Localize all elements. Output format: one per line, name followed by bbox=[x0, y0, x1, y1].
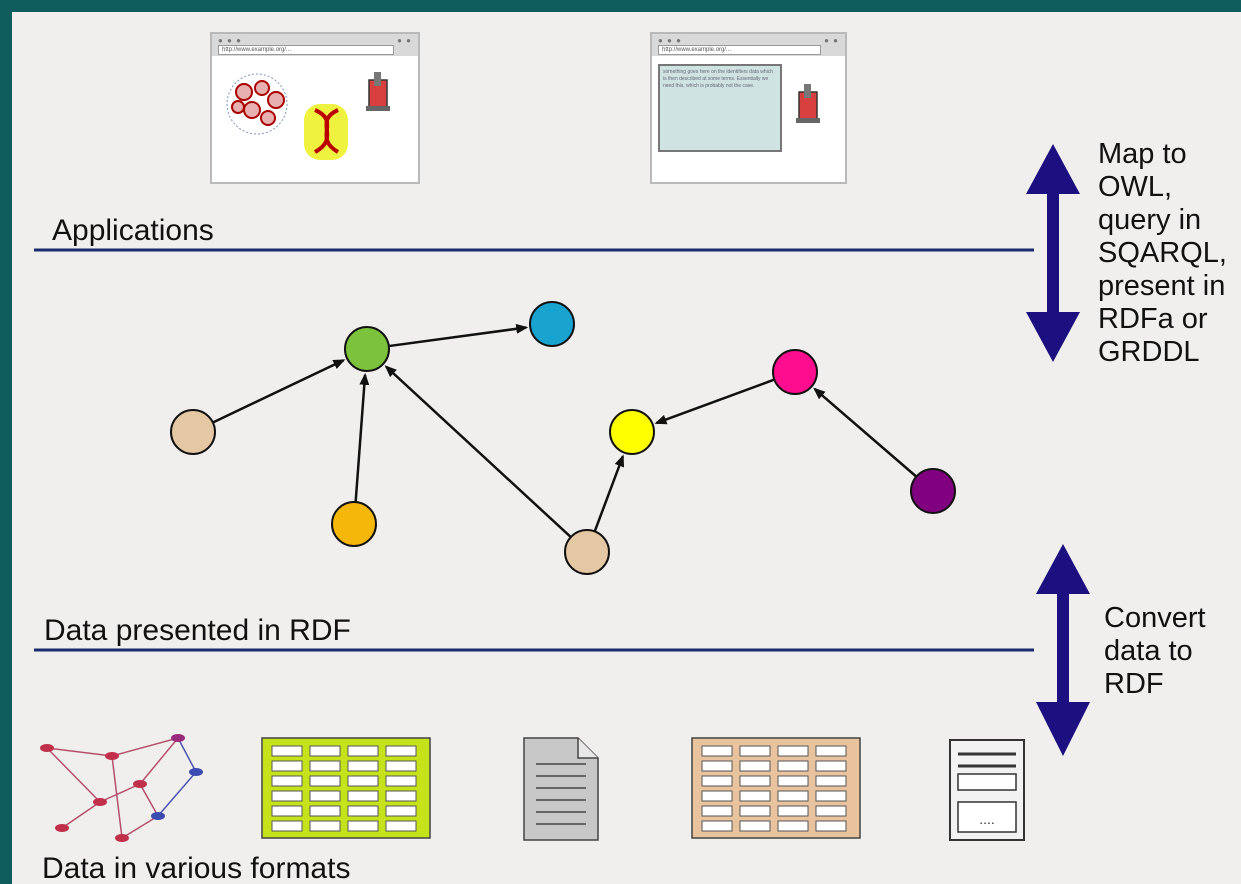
server-icon: .... bbox=[949, 739, 1025, 841]
window-controls-icon: ● ● ● bbox=[218, 36, 242, 45]
map-note-line: RDFa or bbox=[1098, 303, 1208, 335]
double-arrow-icon bbox=[1026, 144, 1080, 362]
convert-note-line: data to bbox=[1104, 635, 1193, 667]
dna-icon bbox=[304, 104, 348, 160]
protein-cluster-icon bbox=[226, 73, 288, 135]
map-note: Map to OWL, query in SQARQL, present in … bbox=[1098, 138, 1227, 369]
svg-text:....: .... bbox=[979, 811, 995, 827]
slide-canvas: ● ● ● ● ● http://www.example.org/... ● ●… bbox=[12, 12, 1241, 884]
browser-url: http://www.example.org/... bbox=[658, 45, 821, 55]
applications-label: Applications bbox=[52, 214, 214, 247]
graph-node-n6 bbox=[609, 409, 655, 455]
diagram-svg: .... bbox=[34, 72, 1090, 842]
window-buttons-icon: ● ● bbox=[824, 36, 839, 45]
green-table-icon bbox=[261, 737, 431, 839]
graph-edge-n7-n6 bbox=[654, 378, 775, 425]
map-note-line: present in bbox=[1098, 270, 1226, 302]
map-note-line: query in bbox=[1098, 204, 1202, 236]
graph-nodes bbox=[170, 301, 956, 575]
browser-url: http://www.example.org/... bbox=[218, 45, 394, 55]
double-arrow-icon bbox=[1036, 544, 1090, 756]
window-controls-icon: ● ● ● bbox=[658, 36, 682, 45]
graph-node-n2 bbox=[344, 326, 390, 372]
tan-table-icon bbox=[691, 737, 861, 839]
network-graph-icon bbox=[40, 734, 203, 842]
graph-edges bbox=[212, 323, 918, 538]
graph-edge-n5-n2 bbox=[384, 365, 572, 538]
map-note-line: OWL, bbox=[1098, 171, 1173, 203]
browser-text-panel: something goes here on the identifiers d… bbox=[658, 64, 782, 152]
map-note-line: GRDDL bbox=[1098, 336, 1200, 368]
browser-toolbar: ● ● ● ● ● http://www.example.org/... bbox=[212, 34, 418, 56]
graph-edge-n4-n2 bbox=[354, 372, 370, 503]
graph-node-n1 bbox=[170, 409, 216, 455]
convert-note-line: Convert bbox=[1104, 602, 1206, 634]
convert-note: Convert data to RDF bbox=[1104, 602, 1206, 701]
graph-node-n3 bbox=[529, 301, 575, 347]
graph-node-n7 bbox=[772, 349, 818, 395]
window-buttons-icon: ● ● bbox=[397, 36, 412, 45]
graph-node-n4 bbox=[331, 501, 377, 547]
graph-node-n5 bbox=[564, 529, 610, 575]
graph-node-n8 bbox=[910, 468, 956, 514]
map-note-line: SQARQL, bbox=[1098, 237, 1227, 269]
formats-label: Data in various formats bbox=[42, 852, 351, 884]
rdf-layer-label: Data presented in RDF bbox=[44, 614, 351, 647]
convert-note-line: RDF bbox=[1104, 668, 1164, 700]
graph-edge-n2-n3 bbox=[388, 323, 529, 348]
document-icon bbox=[523, 737, 599, 841]
graph-edge-n1-n2 bbox=[212, 359, 346, 424]
graph-edge-n8-n7 bbox=[813, 387, 918, 478]
microscope-icon bbox=[796, 84, 820, 123]
browser-toolbar: ● ● ● ● ● http://www.example.org/... bbox=[652, 34, 845, 56]
microscope-icon bbox=[366, 72, 390, 111]
map-note-line: Map to bbox=[1098, 138, 1187, 170]
graph-edge-n5-n6 bbox=[593, 454, 625, 532]
